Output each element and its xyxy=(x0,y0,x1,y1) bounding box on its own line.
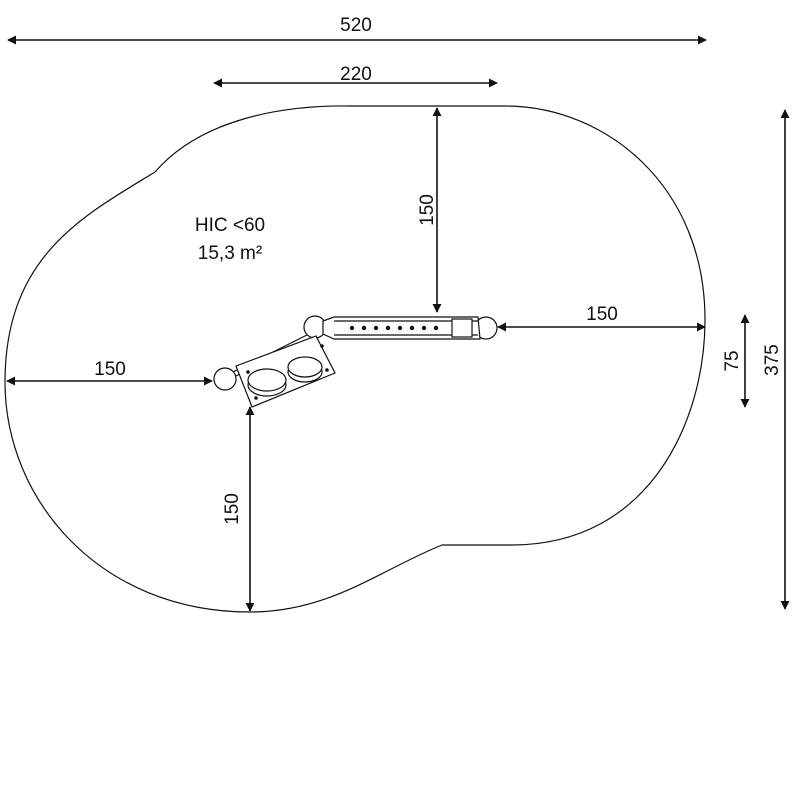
equipment-length-label: 220 xyxy=(340,64,372,85)
hic-label: HIC <60 xyxy=(195,215,265,236)
right-clearance-label: 150 xyxy=(586,304,618,325)
beam-end-block xyxy=(451,318,473,338)
top-clearance-label: 150 xyxy=(417,194,438,226)
balance-beam xyxy=(303,315,498,340)
left-clearance-label: 150 xyxy=(94,359,126,380)
bottom-clearance-label: 150 xyxy=(222,493,243,525)
drum-step-left xyxy=(247,368,287,397)
surface-area-label: 15,3 m² xyxy=(198,243,262,264)
beam-peg-row xyxy=(349,325,439,331)
drum-step-right xyxy=(287,356,323,383)
overall-width-label: 520 xyxy=(340,15,372,36)
overall-depth-label: 375 xyxy=(762,344,783,376)
equipment-depth-label: 75 xyxy=(722,350,743,371)
stepping-platform xyxy=(213,335,336,408)
safety-area-outline xyxy=(4,105,706,613)
platform-left-post xyxy=(213,367,237,391)
